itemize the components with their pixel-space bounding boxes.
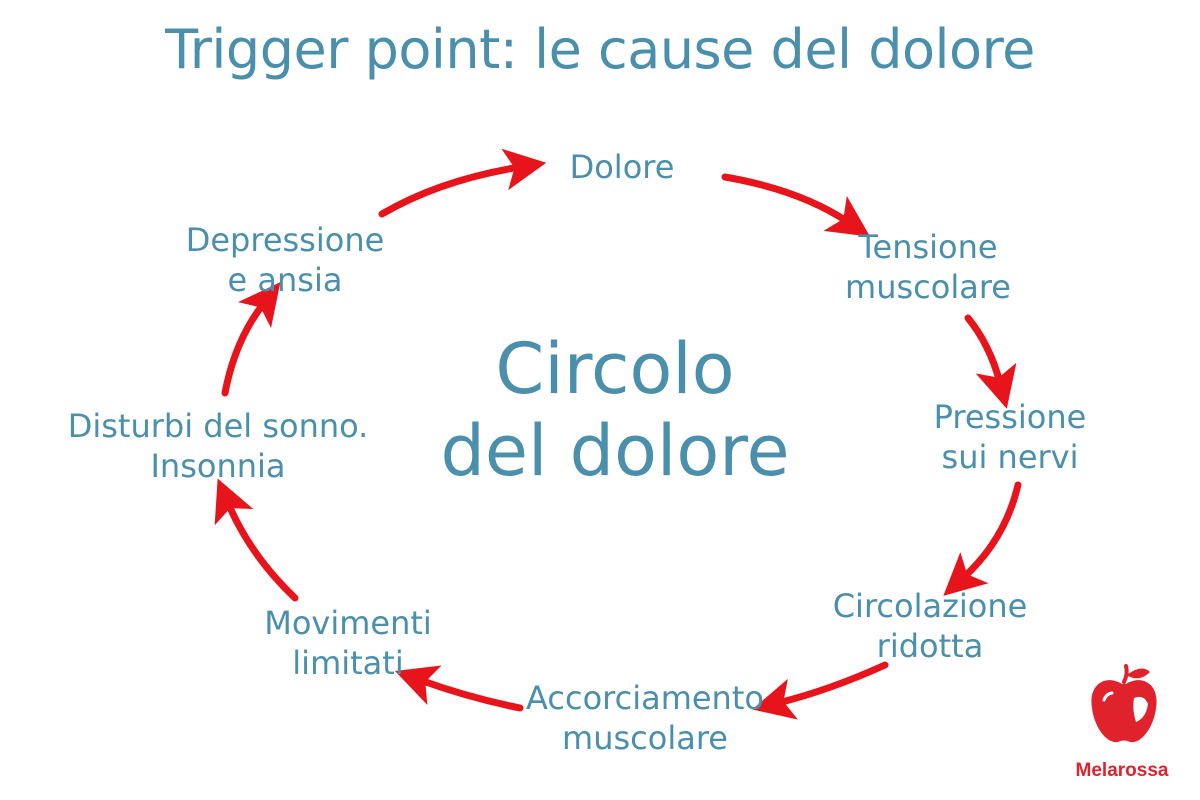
arrow-tensione-to-pressione <box>964 314 1017 409</box>
node-line: muscolare <box>562 719 728 757</box>
node-line: Circolazione <box>832 587 1028 625</box>
arrow-accorciamento-to-movimenti <box>394 665 524 712</box>
node-movimenti-limitati: Movimenti limitati <box>264 603 432 683</box>
arrow-disturbi-to-depressione <box>221 282 281 397</box>
arrow-depressione-to-dolore <box>378 148 547 218</box>
node-pressione-sui-nervi: Pressione sui nervi <box>934 397 1087 477</box>
node-line: Pressione <box>933 398 1087 436</box>
node-tensione-muscolare: Tensione muscolare <box>845 227 1011 307</box>
node-accorciamento-muscolare: Accorciamento muscolare <box>526 678 764 758</box>
apple-icon <box>1091 664 1157 743</box>
node-dolore-label: Dolore <box>569 148 675 186</box>
node-line: Accorciamento <box>526 679 764 717</box>
node-line: muscolare <box>845 268 1011 306</box>
node-dolore: Dolore <box>570 147 675 187</box>
node-disturbi-del-sonno: Disturbi del sonno. Insonnia <box>68 406 369 486</box>
node-line: Depressione <box>185 221 385 259</box>
arrow-movimenti-to-disturbi <box>214 478 299 602</box>
center-line: del dolore <box>440 410 790 492</box>
node-line: ridotta <box>876 627 984 665</box>
node-line: Movimenti <box>264 604 432 642</box>
node-line: e ansia <box>227 261 343 299</box>
diagram-center-label: Circolo del dolore <box>440 328 789 492</box>
node-depressione-e-ansia: Depressione e ansia <box>186 220 385 300</box>
node-circolazione-ridotta: Circolazione ridotta <box>833 586 1028 666</box>
arrow-circolazione-to-accorciamento <box>752 661 889 720</box>
arrow-pressione-to-circolazione <box>943 481 1022 596</box>
diagram-title: Trigger point: le cause del dolore <box>165 18 1035 81</box>
node-line: Insonnia <box>150 447 286 485</box>
node-line: Tensione <box>858 228 998 266</box>
brand-logo: Melarossa <box>1062 660 1182 788</box>
center-line: Circolo <box>495 328 735 410</box>
arrow-dolore-to-tensione <box>721 173 871 237</box>
cycle-arrows <box>214 148 1022 720</box>
node-line: sui nervi <box>941 438 1079 476</box>
node-line: Disturbi del sonno. <box>67 407 369 445</box>
node-line: limitati <box>292 644 404 682</box>
brand-name: Melarossa <box>1075 760 1169 781</box>
